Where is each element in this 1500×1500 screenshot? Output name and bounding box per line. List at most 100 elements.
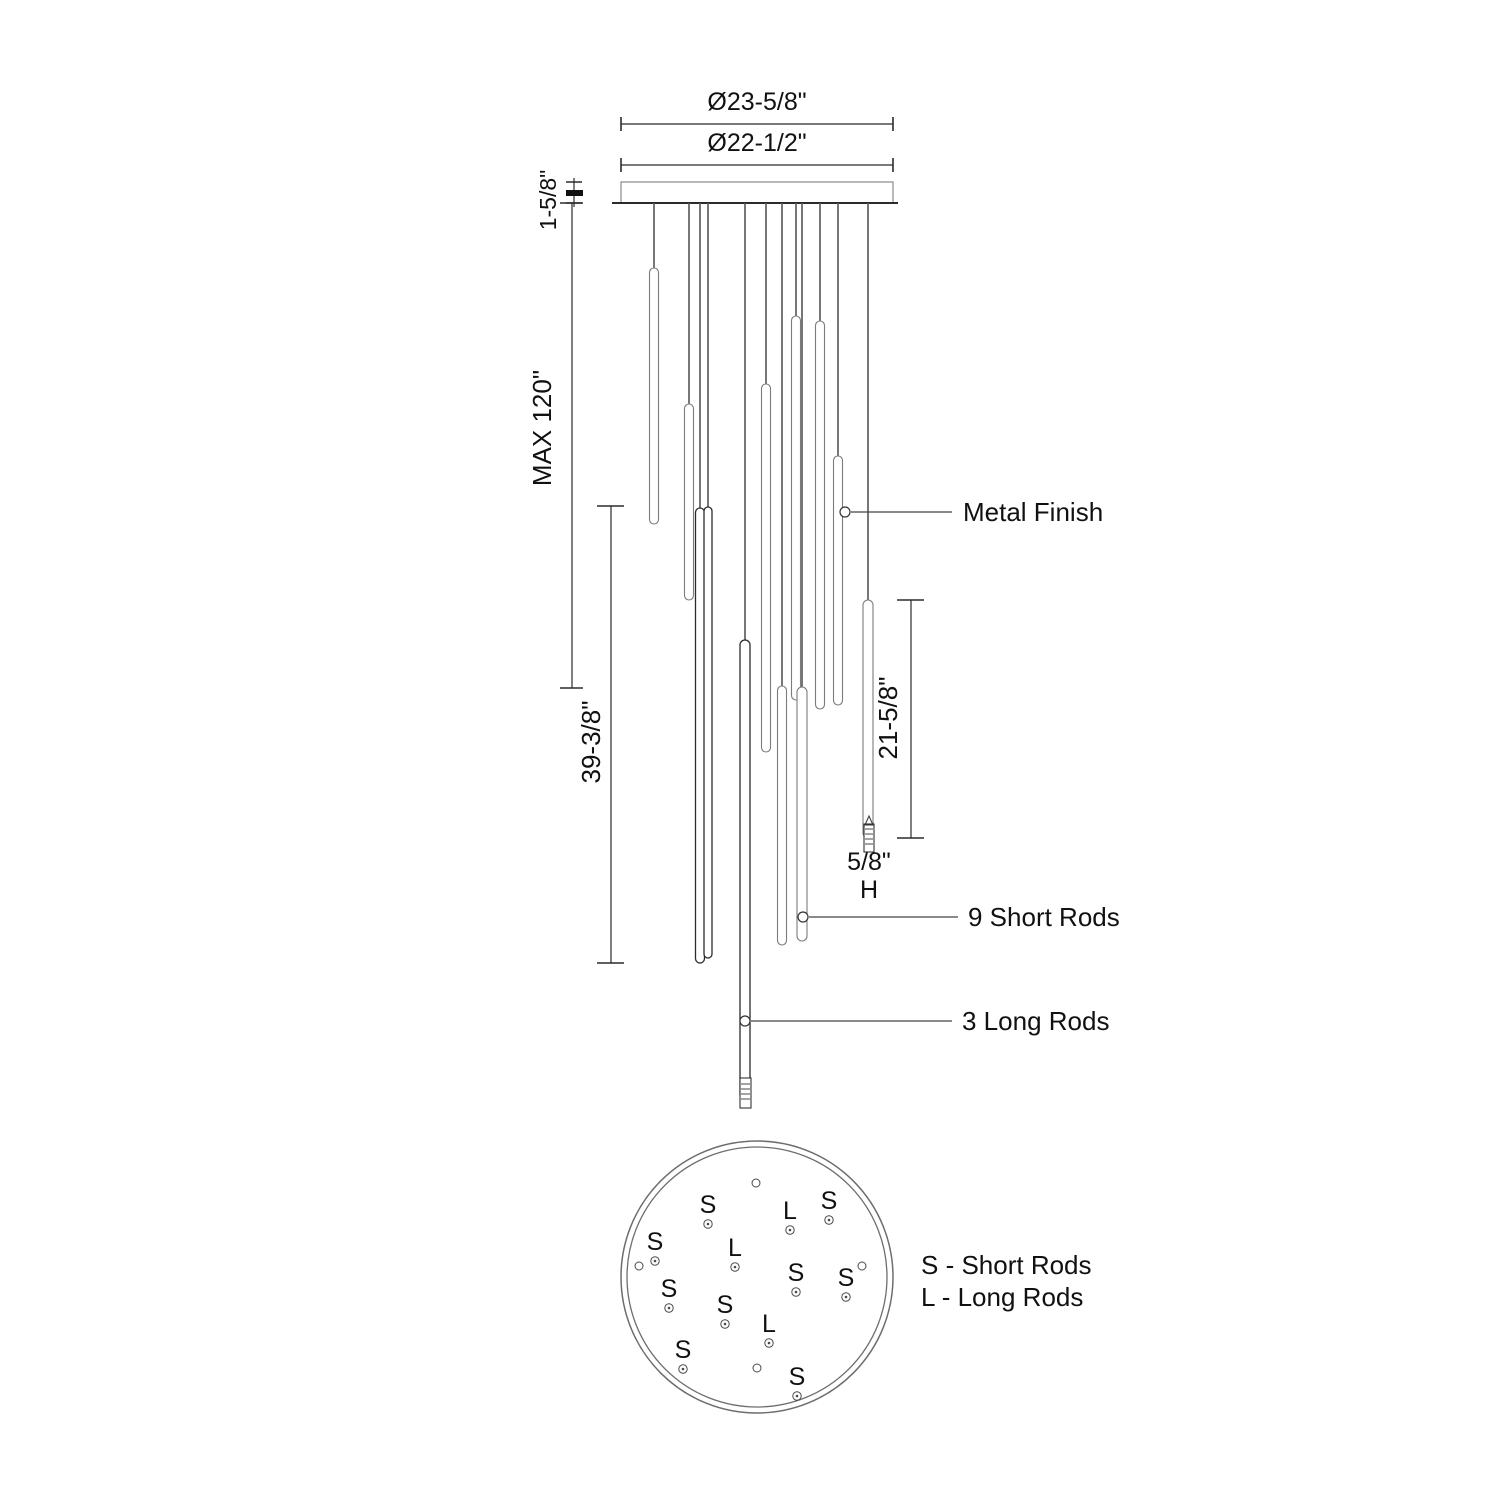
plan-marker-letter: S [838, 1264, 855, 1292]
plan-marker-s-7: S [821, 1187, 838, 1225]
plan-marker-hole-outer [785, 1225, 795, 1235]
canopy-outer-ring [620, 1140, 894, 1414]
plan-marker-letter: S [661, 1275, 678, 1303]
plan-marker-hole-outer [664, 1303, 674, 1313]
plan-mounting-hole-0 [751, 1178, 761, 1188]
rod-body-short [814, 320, 826, 710]
plan-marker-s-1: S [647, 1228, 663, 1266]
plan-marker-letter: S [675, 1336, 692, 1364]
dimension-rod-diameter-suffix: H [860, 876, 878, 904]
plan-marker-l-11: L [762, 1310, 776, 1348]
plan-marker-hole-outer [824, 1215, 834, 1225]
rod-body-long [739, 639, 751, 1101]
dimension-short-rod-length: 21-5/8" [873, 599, 924, 839]
plan-marker-letter: L [762, 1310, 776, 1338]
rod-tip-detail-long [739, 1077, 752, 1109]
plan-marker-letter: S [821, 1187, 838, 1215]
plan-marker-letter: L [728, 1234, 742, 1262]
callout-metal-finish-label: Metal Finish [963, 497, 1103, 527]
rod-assembly-rod-5 [739, 203, 751, 1101]
plan-mounting-hole-2 [857, 1261, 867, 1271]
legend-short-rods: S - Short Rods [921, 1250, 1092, 1280]
rod-tip-detail-group [739, 814, 875, 1109]
dimension-long-rod-length-label: 39-3/8" [576, 701, 606, 784]
plan-marker-hole-center [788, 1228, 792, 1232]
rod-body-short [862, 599, 874, 839]
elevation-rod-group [648, 203, 874, 1101]
plan-marker-s-8: S [838, 1264, 855, 1302]
rod-assembly-rod-7 [776, 203, 788, 946]
dimension-long-rod-length: 39-3/8" [576, 505, 624, 964]
rod-assembly-rod-9 [796, 203, 808, 942]
dimension-canopy-height-label: 1-5/8" [535, 170, 561, 231]
plan-marker-hole-center [723, 1322, 727, 1326]
plan-marker-hole-outer [791, 1287, 801, 1297]
plan-marker-hole-outer [703, 1219, 713, 1229]
plan-marker-l-9: L [783, 1197, 797, 1235]
plan-marker-s-3: S [675, 1336, 692, 1374]
rod-assembly-rod-8 [790, 203, 802, 701]
plan-marker-letter: S [789, 1363, 806, 1391]
rod-body-short [648, 267, 660, 525]
rod-body-short [683, 403, 695, 601]
plan-marker-letter: S [700, 1191, 717, 1219]
rod-body-short [776, 685, 788, 946]
callout-metal-finish: Metal Finish [839, 497, 1103, 527]
rod-assembly-rod-10 [814, 203, 826, 710]
plan-marker-hole-outer [792, 1391, 802, 1401]
rod-body-long [694, 507, 706, 964]
plan-marker-s-2: S [661, 1275, 678, 1313]
rod-assembly-rod-2 [683, 203, 695, 601]
rod-body-short [832, 455, 844, 706]
callout-long-rods-label: 3 Long Rods [962, 1006, 1109, 1036]
rod-assembly-rod-3 [694, 203, 706, 964]
callout-short-rods: 9 Short Rods [797, 902, 1120, 932]
rod-assembly-rod-4 [703, 203, 713, 959]
dimension-short-rod-length-label: 21-5/8" [873, 677, 903, 760]
dimension-inner-diameter-label: Ø22-1/2" [707, 129, 806, 157]
canopy-elevation [612, 181, 898, 204]
dimension-rod-diameter-label: 5/8" [847, 848, 891, 876]
plan-marker-hole-center [794, 1290, 798, 1294]
plan-marker-s-5: S [789, 1363, 806, 1401]
plan-mounting-hole-3 [752, 1363, 762, 1373]
plan-marker-letter: S [788, 1259, 805, 1287]
dimension-canopy-height: 1-5/8" [535, 170, 583, 231]
rod-assembly-rod-6 [760, 203, 772, 753]
dimension-canopy-outer-diameter: Ø23-5/8" [620, 88, 894, 131]
plan-marker-s-4: S [717, 1291, 734, 1329]
plan-marker-hole-center [844, 1295, 848, 1299]
plan-marker-hole-outer [841, 1292, 851, 1302]
rod-body-short [760, 383, 772, 753]
plan-marker-hole-center [653, 1259, 657, 1263]
plan-marker-hole-center [681, 1367, 685, 1371]
callout-short-rods-label: 9 Short Rods [968, 902, 1120, 932]
plan-marker-hole-center [667, 1306, 671, 1310]
rod-body-long [703, 506, 713, 959]
callout-short-rods-marker [797, 911, 809, 923]
canopy-inner-ring [626, 1146, 888, 1408]
rod-assembly-rod-12 [862, 203, 874, 839]
plan-marker-s-0: S [700, 1191, 717, 1229]
rod-body-short [796, 686, 808, 942]
dimension-max-drop-label: MAX 120" [527, 370, 557, 486]
plan-marker-hole-outer [764, 1338, 774, 1348]
plan-marker-hole-center [733, 1265, 737, 1269]
plan-marker-hole-outer [650, 1256, 660, 1266]
rod-assembly-rod-1 [648, 203, 660, 525]
callout-long-rods-marker [739, 1015, 751, 1027]
plan-marker-hole-center [706, 1222, 710, 1226]
dimension-canopy-inner-diameter: Ø22-1/2" [620, 129, 894, 172]
plan-marker-hole-outer [730, 1262, 740, 1272]
dimension-max-drop: MAX 120" [527, 202, 583, 689]
plan-marker-letter: L [783, 1197, 797, 1225]
plan-marker-hole-center [795, 1394, 799, 1398]
plan-marker-letter: S [717, 1291, 734, 1319]
plan-marker-hole-center [827, 1218, 831, 1222]
plan-marker-hole-center [767, 1341, 771, 1345]
plan-marker-s-6: S [788, 1259, 805, 1297]
